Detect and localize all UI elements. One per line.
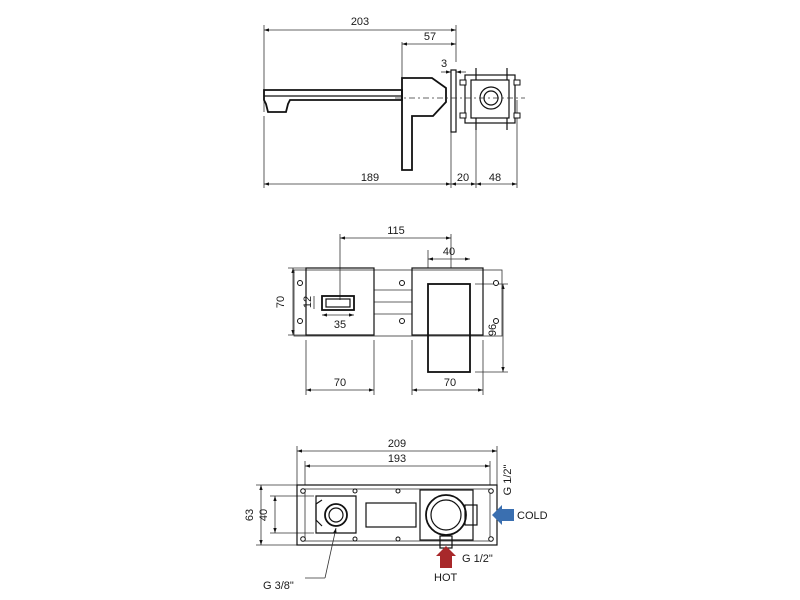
dim-overall-length: 203 — [351, 16, 369, 28]
label-hot-thread: G 1/2" — [462, 553, 493, 565]
dim-box-inner-width: 193 — [388, 453, 406, 465]
box-view: 209 193 63 40 — [244, 438, 548, 592]
side-view: 203 57 3 189 — [263, 16, 525, 188]
valve-body — [419, 489, 474, 541]
label-hot: HOT — [434, 572, 458, 584]
spout-plate — [305, 267, 375, 336]
dim-box-inner-height: 40 — [258, 509, 270, 521]
dim-plate-height: 70 — [275, 296, 287, 308]
spout-outline — [263, 89, 403, 113]
dim-box-depth: 48 — [489, 172, 501, 184]
cold-inlet-arrow — [492, 505, 514, 525]
dim-spout-width: 35 — [334, 319, 346, 331]
label-cold: COLD — [517, 510, 548, 522]
dim-handle-height: 96 — [487, 324, 499, 336]
dim-plate-to-box: 20 — [457, 172, 469, 184]
dim-left-plate-width: 70 — [334, 377, 346, 389]
dim-right-plate-width: 70 — [444, 377, 456, 389]
mounting-frame — [296, 484, 498, 546]
label-outlet-thread: G 3/8" — [263, 580, 294, 592]
hot-inlet-arrow — [436, 546, 456, 568]
dim-handle-width: 40 — [443, 246, 455, 258]
dim-center-distance: 115 — [387, 225, 405, 237]
dim-box-overall-width: 209 — [388, 438, 406, 450]
dim-box-overall-height: 63 — [244, 509, 256, 521]
mixer-plate — [411, 267, 484, 336]
spout-front — [321, 295, 355, 311]
dim-body-depth: 57 — [424, 31, 436, 43]
dim-plate-gap: 3 — [441, 58, 447, 70]
handle-body — [401, 77, 447, 171]
outlet-port — [324, 503, 348, 527]
dim-spout-length: 189 — [361, 172, 379, 184]
label-cold-thread: G 1/2" — [502, 465, 514, 496]
wall-plate — [450, 69, 457, 133]
installation-box — [459, 68, 521, 130]
front-view: 115 40 70 12 96 35 — [275, 225, 508, 395]
mixer-handle — [427, 283, 471, 373]
dim-spout-height: 12 — [302, 296, 314, 308]
